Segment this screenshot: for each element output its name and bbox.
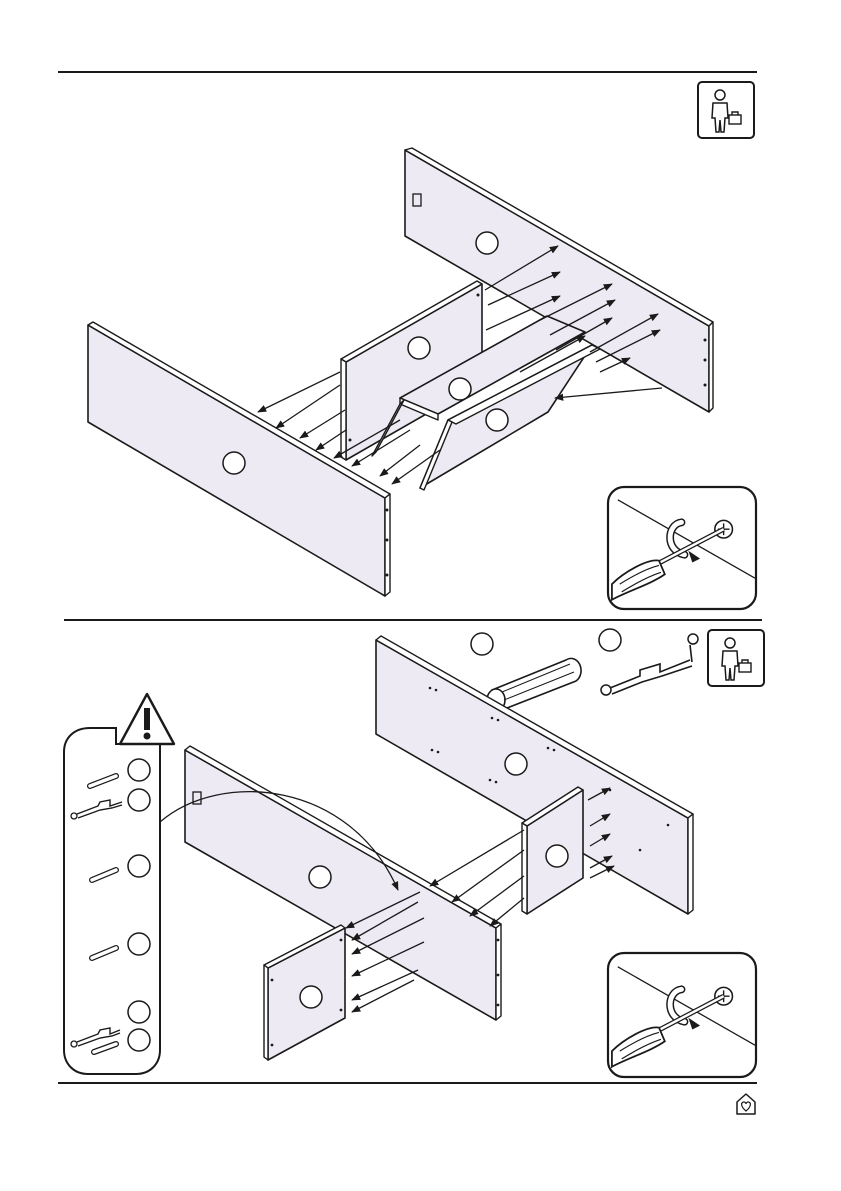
part-callout-divider bbox=[408, 337, 430, 359]
part-callout-top bbox=[505, 753, 527, 775]
single-person-assembly-icon-step2 bbox=[708, 630, 764, 686]
part-callout-back bbox=[476, 232, 498, 254]
part-callout-side-left bbox=[223, 452, 245, 474]
end-panel-left bbox=[264, 925, 345, 1060]
part-callout-side-right bbox=[546, 845, 568, 867]
single-person-assembly-icon bbox=[698, 82, 754, 138]
part-callout-shelf-upper bbox=[449, 378, 471, 400]
hardware-list-panel bbox=[64, 694, 174, 1074]
home-heart-logo-icon bbox=[737, 1094, 755, 1114]
cam-bolt-icon bbox=[599, 629, 698, 695]
part-callout-bottom bbox=[309, 866, 331, 888]
part-callout-shelf-lower bbox=[486, 409, 508, 431]
warning-triangle-icon bbox=[120, 694, 174, 744]
screwdriver-detail-icon bbox=[608, 487, 756, 609]
screwdriver-detail-icon-step2 bbox=[608, 953, 756, 1077]
part-callout-end-left bbox=[300, 986, 322, 1008]
